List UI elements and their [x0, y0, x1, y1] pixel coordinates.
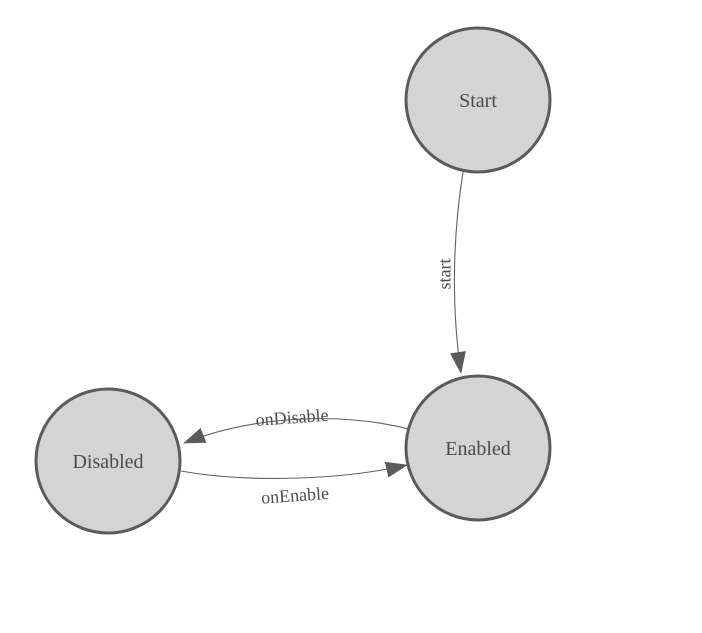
disabled-node-label: Disabled	[72, 451, 143, 473]
enabled-node-label: Enabled	[445, 438, 511, 460]
edge-label-onenable: onEnable	[260, 483, 329, 508]
enabled-node-circle	[404, 374, 552, 522]
edge-start-to-enabled	[450, 171, 466, 374]
start-node-circle	[404, 26, 552, 174]
start-node-label: Start	[459, 90, 497, 112]
edge-label-ondisable: onDisable	[255, 405, 329, 430]
state-node-disabled: Disabled	[34, 387, 182, 535]
edge-label-start: start	[434, 259, 454, 290]
edge-disabled-to-enabled	[180, 461, 408, 479]
state-node-start: Start	[404, 26, 552, 174]
state-node-enabled: Enabled	[404, 374, 552, 522]
edge-enabled-to-disabled	[183, 418, 410, 444]
disabled-node-circle	[34, 387, 182, 535]
